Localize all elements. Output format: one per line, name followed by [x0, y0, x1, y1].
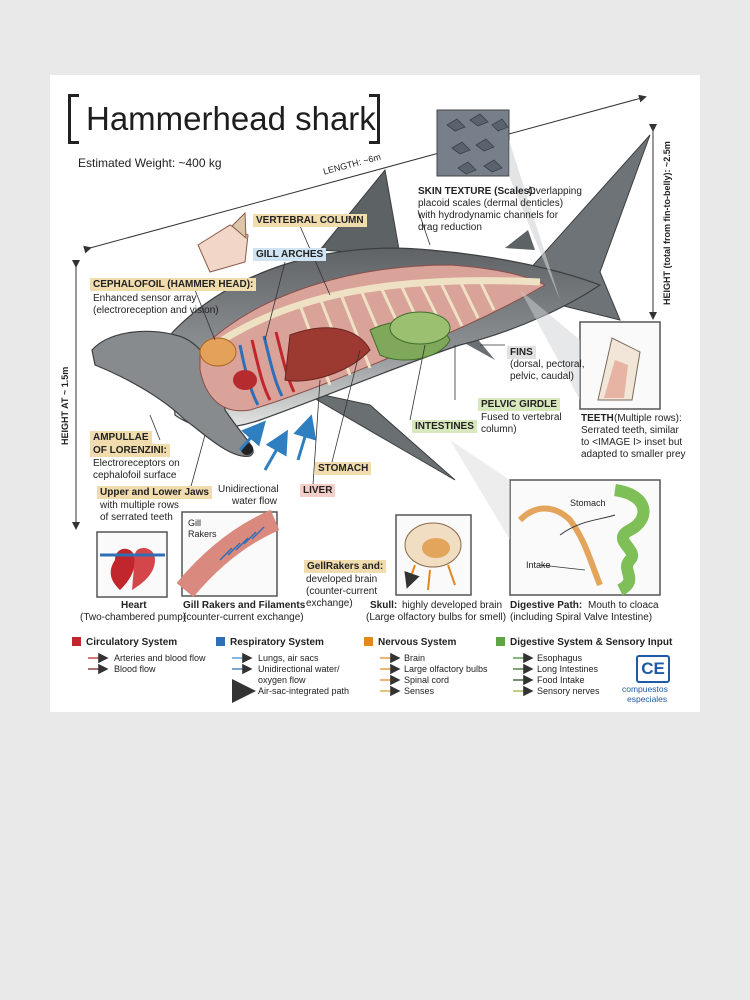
brain	[199, 337, 237, 367]
legend-nervous: Nervous System	[364, 637, 456, 648]
brand-logo: CE	[636, 655, 670, 683]
gellrakers-text-1: developed brain	[306, 574, 378, 585]
cephalofoil-text-1: Enhanced sensor array	[93, 293, 197, 304]
legend-color-swatch	[216, 637, 225, 646]
scale-pattern	[446, 113, 509, 175]
teeth-title: TEETH	[581, 413, 614, 424]
skin-texture-text-2: placoid scales (dermal denticles)	[418, 198, 564, 209]
skin-texture-text-3: with hydrodynamic channels for	[418, 210, 559, 221]
skull-caption-text: highly developed brain	[402, 600, 503, 611]
digestive-inset-pointer	[450, 440, 510, 540]
skin-inset-pointer	[509, 140, 560, 300]
digestive-intake-label: Intake	[526, 560, 551, 570]
gill-arches-tag: GILL ARCHES	[253, 248, 327, 261]
vertebral-column-tag: VERTEBRAL COLUMN	[253, 214, 367, 227]
jaws-text-2: of serrated teeth	[100, 512, 173, 523]
ampullae-tag-1: AMPULLAE	[90, 431, 152, 444]
teeth-text-3: to <IMAGE I> inset but	[581, 437, 683, 448]
legend-respiratory-item-3: oxygen flow	[258, 675, 306, 685]
legend-nervous-item-4: Senses	[404, 686, 435, 696]
skull-subcaption: (Large olfactory bulbs for smell)	[366, 612, 507, 623]
liver-tag: LIVER	[300, 484, 336, 497]
legend-nervous-item-3: Spinal cord	[404, 675, 450, 685]
heart-subcaption: (Two-chambered pump)	[80, 612, 187, 623]
digestive-stomach-label: Stomach	[570, 498, 606, 508]
digestive-subcaption: (including Spiral Valve Intestine)	[510, 612, 653, 623]
legend-digestive-item-4: Sensory nerves	[537, 686, 600, 696]
stomach-tag: STOMACH	[315, 462, 372, 475]
fin-height-label: HEIGHT (total from fin-to-belly): ~2.5m	[662, 141, 672, 305]
digestive-caption-title: Digestive Path:	[510, 600, 583, 611]
legend-color-swatch	[72, 637, 81, 646]
length-dimension-line	[83, 94, 647, 254]
pectoral-fin	[299, 389, 456, 481]
jaws-tag: Upper and Lower Jaws	[97, 486, 212, 499]
water-flow-label-2: water flow	[232, 496, 278, 507]
legend-nervous-item-1: Brain	[404, 653, 426, 663]
legend-respiratory-item-1: Lungs, air sacs	[258, 653, 319, 663]
legend-digestive-item-3: Food Intake	[537, 675, 585, 685]
ampullae-text-1: Electroreceptors on	[93, 458, 180, 469]
gill-rakers-subcaption: (counter-current exchange)	[183, 612, 304, 623]
gill-rakers-inset-label-2: Rakers	[188, 529, 217, 539]
legend-color-swatch	[496, 637, 505, 646]
liver	[284, 327, 371, 382]
gill-rakers-caption: Gill Rakers and Filaments	[183, 600, 306, 611]
cephalofoil-text-2: (electroreception and vision)	[93, 305, 219, 316]
legend-respiratory-item-2: Unidirectional water/	[258, 664, 340, 674]
ampullae-text-2: cephalofoil surface	[93, 470, 177, 481]
legend-circulatory: Circulatory System	[72, 637, 177, 648]
gellrakers-text-3: exchange)	[306, 598, 353, 609]
dorsal-fin	[318, 168, 401, 256]
skin-texture-text-1: Overlapping	[528, 186, 582, 197]
pelvic-girdle-text-1: Fused to vertebral	[481, 412, 562, 423]
vertebra-inset	[197, 224, 249, 273]
skin-texture-title: SKIN TEXTURE (Scales):	[418, 186, 536, 197]
pelvic-girdle-text-2: column)	[481, 424, 517, 435]
legend-digestive: Digestive System & Sensory Input	[496, 637, 672, 648]
legend-circulatory-item-1: Arteries and blood flow	[114, 653, 206, 663]
legend-digestive-item-2: Long Intestines	[537, 664, 599, 674]
skull-caption-title: Skull:	[370, 600, 398, 611]
heart	[233, 370, 257, 390]
legend-color-swatch	[364, 637, 373, 646]
cephalofoil-tag: CEPHALOFOIL (HAMMER HEAD):	[90, 278, 257, 291]
ampullae-tag-2: OF LORENZINI:	[90, 444, 170, 457]
brand-line-1: compuestos	[622, 684, 668, 694]
fins-text-2: pelvic, caudal)	[510, 371, 574, 382]
spine	[213, 277, 541, 348]
intestines-tag: INTESTINES	[412, 420, 477, 433]
teeth-inset-pointer	[520, 290, 580, 400]
legend-arrows	[88, 652, 534, 703]
water-flow-label-1: Unidirectional	[218, 484, 279, 495]
legend-nervous-item-2: Large olfactory bulbs	[404, 664, 488, 674]
teeth-text-1: (Multiple rows):	[614, 413, 682, 424]
second-dorsal-fin	[505, 230, 535, 250]
legend-circulatory-item-2: Blood flow	[114, 664, 156, 674]
fins-text-1: (dorsal, pectoral,	[510, 359, 585, 370]
water-flow-arrows	[238, 414, 317, 471]
brand-line-2: especiales	[627, 694, 668, 704]
heart-caption: Heart	[121, 600, 147, 611]
gill-rakers-inset-label-1: Gill	[188, 518, 201, 528]
fins-tag: FINS	[507, 346, 536, 359]
teeth-text-2: Serrated teeth, similar	[581, 425, 679, 436]
legend-respiratory-item-4: Air-sac-integrated path	[258, 686, 350, 696]
digestive-caption-text: Mouth to cloaca	[588, 600, 659, 611]
height-label: HEIGHT AT ~ 1.5m	[60, 366, 70, 445]
gellrakers-tag: GellRakers and:	[304, 560, 387, 573]
legend-respiratory: Respiratory System	[216, 637, 324, 648]
jaws-text-1: with multiple rows	[100, 500, 179, 511]
legend-digestive-item-1: Esophagus	[537, 653, 583, 663]
gellrakers-text-2: (counter-current	[306, 586, 378, 597]
skin-texture-text-4: drag reduction	[418, 222, 482, 233]
pelvic-girdle-tag: PELVIC GIRDLE	[478, 398, 560, 411]
teeth-text-4: adapted to smaller prey	[581, 449, 686, 460]
intestines	[389, 311, 451, 345]
